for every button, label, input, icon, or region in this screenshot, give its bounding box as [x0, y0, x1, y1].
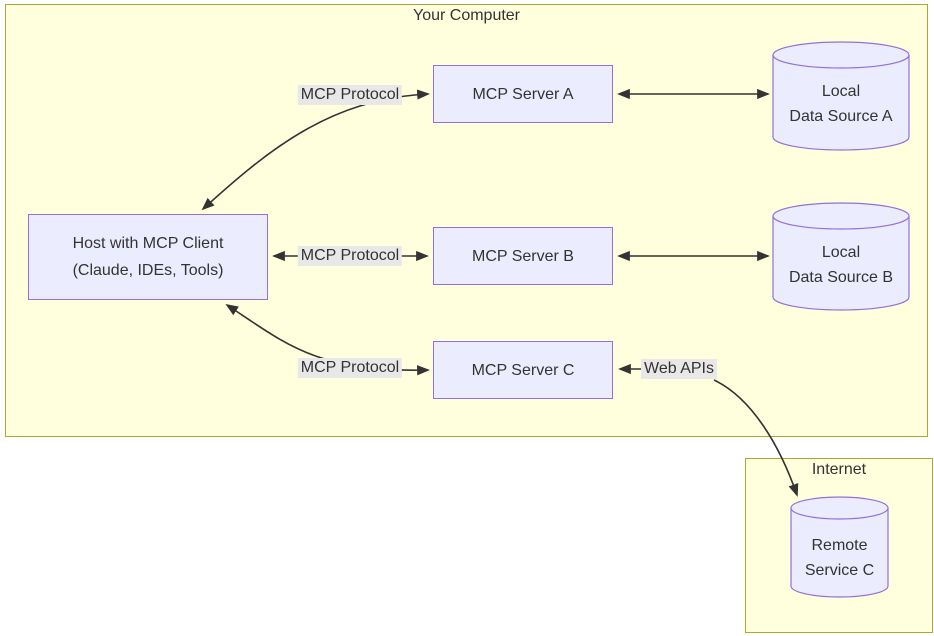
remote-service-c-line2: Service C [804, 562, 875, 579]
node-local-data-source-b-label: Local Data Source B [773, 240, 909, 290]
local-data-source-a-line1: Local [821, 83, 861, 100]
node-host-label-line1: Host with MCP Client [72, 235, 224, 252]
node-mcp-server-c-label: MCP Server C [471, 361, 575, 379]
node-mcp-server-a: MCP Server A [433, 65, 613, 123]
node-mcp-server-b-label: MCP Server B [472, 247, 574, 265]
cylinder-remote-service-c [790, 496, 889, 598]
local-data-source-a-line2: Data Source A [789, 108, 893, 125]
node-local-data-source-a-label: Local Data Source A [773, 79, 909, 129]
local-data-source-b-line2: Data Source B [788, 269, 894, 286]
cluster-title-your-computer: Your Computer [412, 7, 521, 24]
node-mcp-server-c: MCP Server C [433, 341, 613, 399]
node-mcp-server-b: MCP Server B [433, 227, 613, 285]
node-mcp-server-a-label: MCP Server A [472, 85, 574, 103]
edge-label-mcp-protocol-a: MCP Protocol [297, 85, 403, 105]
edge-label-web-apis: Web APIs [641, 359, 717, 379]
node-host-with-mcp-client: Host with MCP Client (Claude, IDEs, Tool… [28, 214, 268, 300]
remote-service-c-line1: Remote [811, 537, 868, 554]
cluster-title-internet: Internet [811, 461, 867, 478]
edge-web-apis-to-remote-service-c [713, 379, 799, 497]
node-host-label-line2: (Claude, IDEs, Tools) [72, 262, 224, 279]
cylinder-local-data-source-a [772, 41, 910, 151]
cluster-internet [745, 458, 933, 633]
cylinder-local-data-source-b [772, 202, 910, 311]
edge-host-to-mcp-server-a [201, 89, 430, 211]
edge-label-mcp-protocol-b: MCP Protocol [297, 246, 403, 266]
node-remote-service-c-label: Remote Service C [791, 533, 888, 583]
edge-label-mcp-protocol-c: MCP Protocol [297, 358, 403, 378]
local-data-source-b-line1: Local [821, 244, 861, 261]
